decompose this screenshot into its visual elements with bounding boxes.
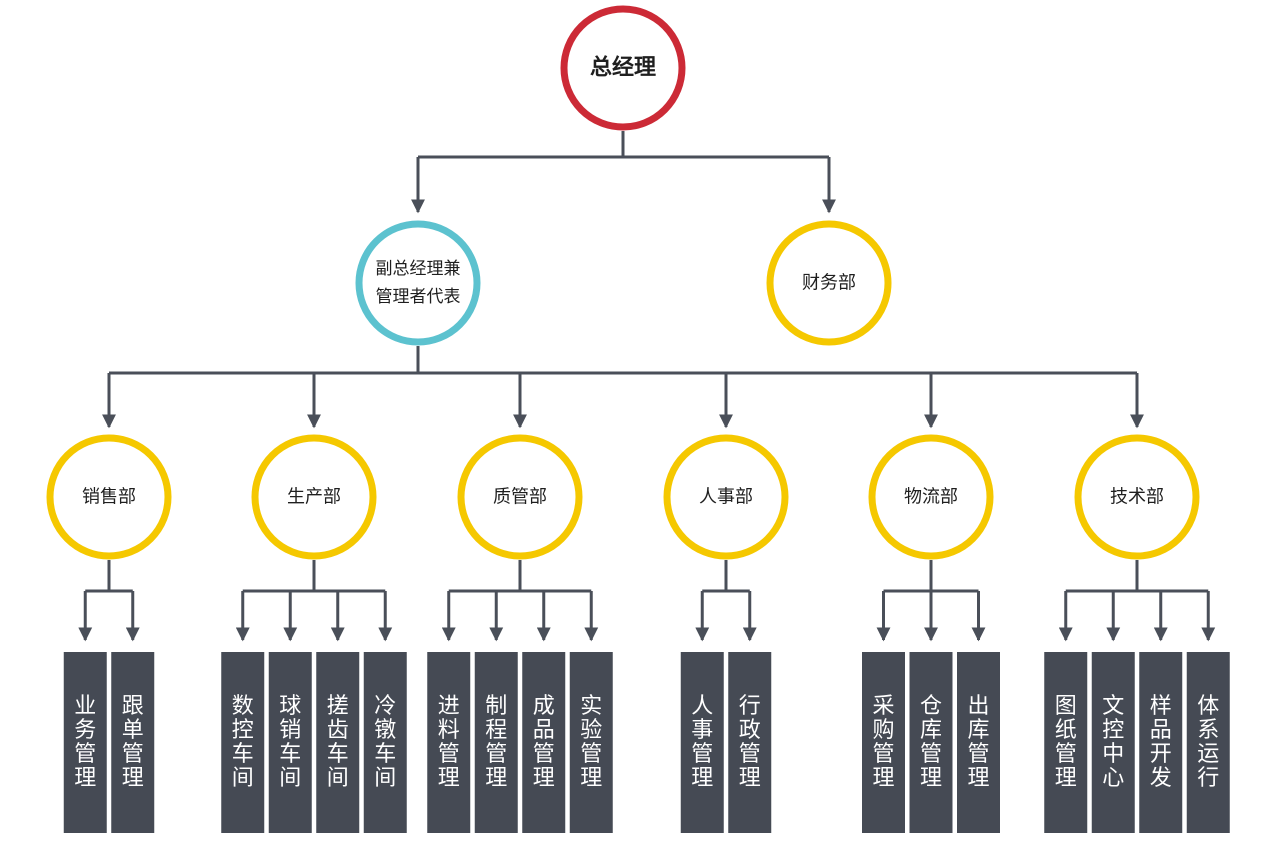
finance-node-label: 财务部	[802, 273, 856, 294]
unit-box-2-3	[569, 652, 613, 833]
deputy-node-label-line-2: 管理者代表	[376, 287, 461, 307]
unit-label-4-2: 出库管理	[967, 694, 989, 791]
unit-label-2-2: 成品管理	[533, 694, 555, 791]
unit-label-2-0: 进料管理	[438, 694, 460, 791]
dept-node-label-5: 技术部	[1110, 487, 1164, 508]
unit-label-2-3: 实验管理	[580, 694, 602, 791]
unit-label-3-1: 行政管理	[739, 694, 761, 791]
dept-node-circle-2	[457, 434, 583, 560]
unit-box-2-0	[427, 652, 471, 833]
unit-label-5-1: 文控中心	[1102, 694, 1124, 791]
unit-label-1-3: 冷镦车间	[374, 694, 396, 791]
unit-box-1-0	[221, 652, 265, 833]
unit-box-2-1	[474, 652, 518, 833]
unit-box-3-1	[728, 652, 772, 833]
unit-box-5-0	[1044, 652, 1088, 833]
unit-label-2-1: 制程管理	[485, 694, 507, 791]
dept-node-label-2: 质管部	[493, 487, 547, 508]
dept-node-circle-3	[663, 434, 789, 560]
unit-label-1-1: 球销车间	[279, 694, 301, 791]
connector-lines	[78, 131, 1216, 642]
unit-label-3-0: 人事管理	[691, 694, 713, 791]
unit-box-2-2	[522, 652, 566, 833]
unit-label-4-1: 仓库管理	[920, 694, 942, 791]
unit-box-0-1	[111, 652, 155, 833]
unit-label-0-1: 跟单管理	[122, 694, 144, 791]
unit-label-0-0: 业务管理	[74, 694, 96, 791]
unit-box-5-1	[1091, 652, 1135, 833]
unit-box-1-2	[316, 652, 360, 833]
dept-node-label-4: 物流部	[904, 487, 958, 508]
dept-node-label-0: 销售部	[82, 487, 136, 508]
unit-label-5-2: 样品开发	[1150, 694, 1172, 791]
unit-box-5-3	[1186, 652, 1230, 833]
unit-box-4-1	[909, 652, 953, 833]
top-node-circle	[560, 5, 686, 131]
dept-node-circle-0	[46, 434, 172, 560]
dept-node-label-1: 生产部	[287, 487, 341, 508]
unit-box-5-2	[1139, 652, 1183, 833]
dept-node-circle-4	[868, 434, 994, 560]
unit-label-1-0: 数控车间	[232, 694, 254, 791]
finance-node-circle	[766, 220, 892, 346]
unit-box-0-0	[63, 652, 107, 833]
dept-node-label-3: 人事部	[699, 487, 753, 508]
deputy-node-label-line-1: 副总经理兼	[376, 259, 461, 279]
unit-label-1-2: 搓齿车间	[327, 694, 349, 791]
unit-label-5-3: 体系运行	[1197, 694, 1219, 791]
dept-node-circle-1	[251, 434, 377, 560]
unit-box-1-1	[268, 652, 312, 833]
unit-label-5-0: 图纸管理	[1055, 694, 1077, 791]
dept-node-circle-5	[1074, 434, 1200, 560]
unit-label-4-0: 采购管理	[872, 694, 894, 791]
unit-box-1-3	[363, 652, 407, 833]
deputy-node-circle	[355, 220, 481, 346]
unit-box-3-0	[680, 652, 724, 833]
unit-box-4-2	[957, 652, 1000, 833]
unit-box-4-0	[862, 652, 905, 833]
top-node-label: 总经理	[590, 55, 656, 81]
